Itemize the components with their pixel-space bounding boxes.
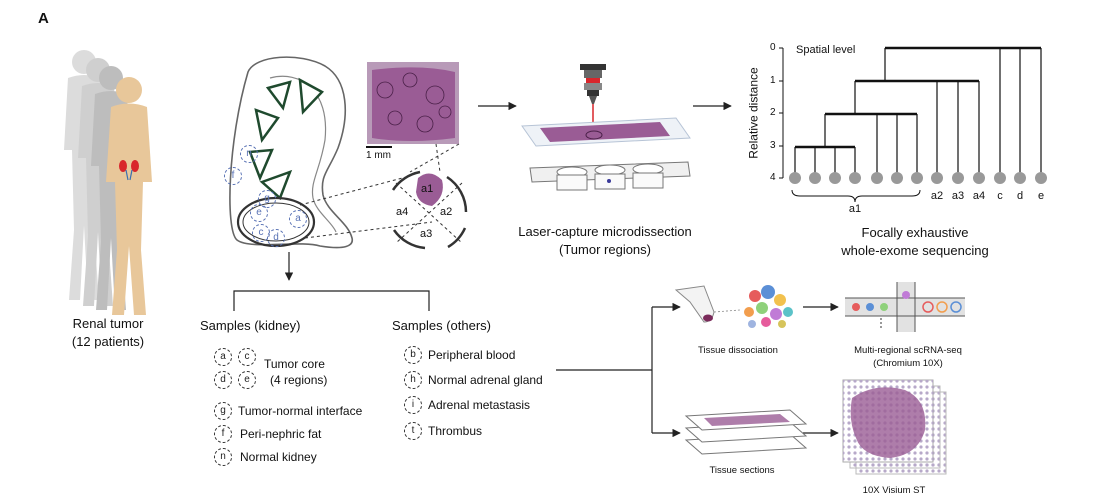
core-badge-e: e xyxy=(238,371,256,389)
wedge-label-a3: a3 xyxy=(420,228,433,240)
samples-others-heading: Samples (others) xyxy=(392,318,491,333)
patients-count: (12 patients) xyxy=(71,334,145,349)
wedge-label-a4: a4 xyxy=(396,206,409,218)
cells-cluster-icon xyxy=(744,285,793,328)
core-badge-d: d xyxy=(214,371,232,389)
wedge-label-a1: a1 xyxy=(421,183,434,195)
others-badge-i: i xyxy=(404,396,422,414)
kidney-item-badge-f: f xyxy=(214,425,232,443)
slide-icon xyxy=(521,117,691,147)
microfluidic-chip-icon xyxy=(845,282,965,332)
others-item-blood: Peripheral blood xyxy=(428,348,516,362)
human-silhouettes-icon xyxy=(64,50,152,315)
bracket-label-a1: a1 xyxy=(848,203,862,215)
collection-plate-icon xyxy=(529,161,691,191)
tree-ytick-3: 3 xyxy=(770,140,776,151)
wedge-label-a2: a2 xyxy=(440,206,453,218)
badge-e: e xyxy=(250,204,268,222)
tissue-sections-icon xyxy=(684,409,808,455)
visium-slides-icon xyxy=(842,379,947,475)
lcm-title: Laser-capture microdissection xyxy=(518,224,692,239)
badge-n: n xyxy=(240,145,258,163)
others-badge-t: t xyxy=(404,422,422,440)
visium-label: 10X Visium ST xyxy=(862,485,926,496)
scrna-subtitle: (Chromium 10X) xyxy=(873,358,943,369)
kidneys-icon xyxy=(119,160,139,181)
kidney-item-fat: Peri-nephric fat xyxy=(240,427,322,441)
panel-label: A xyxy=(38,10,49,27)
he-scale-label: 1 mm xyxy=(366,150,391,161)
others-badge-b: b xyxy=(404,346,422,364)
tumor-wedge-icon xyxy=(391,170,468,250)
tree-ytick-2: 2 xyxy=(770,107,776,118)
kidney-item-normal: Normal kidney xyxy=(240,450,317,464)
others-item-metastasis: Adrenal metastasis xyxy=(428,398,531,412)
core-badge-a: a xyxy=(214,348,232,366)
badge-f: f xyxy=(224,167,242,185)
tube-icon xyxy=(674,285,741,323)
leaf-label-a2: a2 xyxy=(930,190,944,202)
tree-ylabel: Relative distance xyxy=(746,67,761,159)
tumor-core-label: Tumor core xyxy=(264,357,325,371)
tumor-core-regions: (4 regions) xyxy=(270,373,328,387)
badge-a: a xyxy=(289,210,307,228)
dissociation-label: Tissue dissociation xyxy=(698,345,778,356)
scrna-title: Multi-regional scRNA-seq xyxy=(854,345,962,356)
sections-label: Tissue sections xyxy=(709,465,775,476)
leaf-label-a4: a4 xyxy=(972,190,986,202)
kidney-illustration xyxy=(229,56,354,249)
tree-ytick-1: 1 xyxy=(770,75,776,86)
kidney-item-badge-n: n xyxy=(214,448,232,466)
kidney-item-interface: Tumor-normal interface xyxy=(238,404,363,418)
core-badge-c: c xyxy=(238,348,256,366)
kidney-item-badge-g: g xyxy=(214,402,232,420)
badge-g: g xyxy=(258,190,276,208)
patients-title: Renal tumor xyxy=(72,316,144,331)
others-badge-h: h xyxy=(404,371,422,389)
samples-kidney-heading: Samples (kidney) xyxy=(200,318,301,333)
others-item-adrenal: Normal adrenal gland xyxy=(428,373,543,387)
he-tissue-image xyxy=(366,62,459,148)
tree-ytick-4: 4 xyxy=(770,172,776,183)
leaf-label-d: d xyxy=(1016,190,1024,202)
lcm-subtitle: (Tumor regions) xyxy=(559,242,651,257)
dendrogram xyxy=(779,46,1042,203)
badge-d: d xyxy=(267,229,285,247)
others-item-thrombus: Thrombus xyxy=(428,424,483,438)
leaf-label-e: e xyxy=(1037,190,1045,202)
wes-title: Focally exhaustive xyxy=(861,225,969,240)
tree-ytick-0: 0 xyxy=(770,42,776,53)
leaf-label-c: c xyxy=(997,190,1003,202)
dendrogram-leaves xyxy=(789,172,1047,184)
tree-legend: Spatial level xyxy=(796,44,856,56)
wes-subtitle: whole-exome sequencing xyxy=(841,243,989,258)
leaf-label-a3: a3 xyxy=(951,190,965,202)
